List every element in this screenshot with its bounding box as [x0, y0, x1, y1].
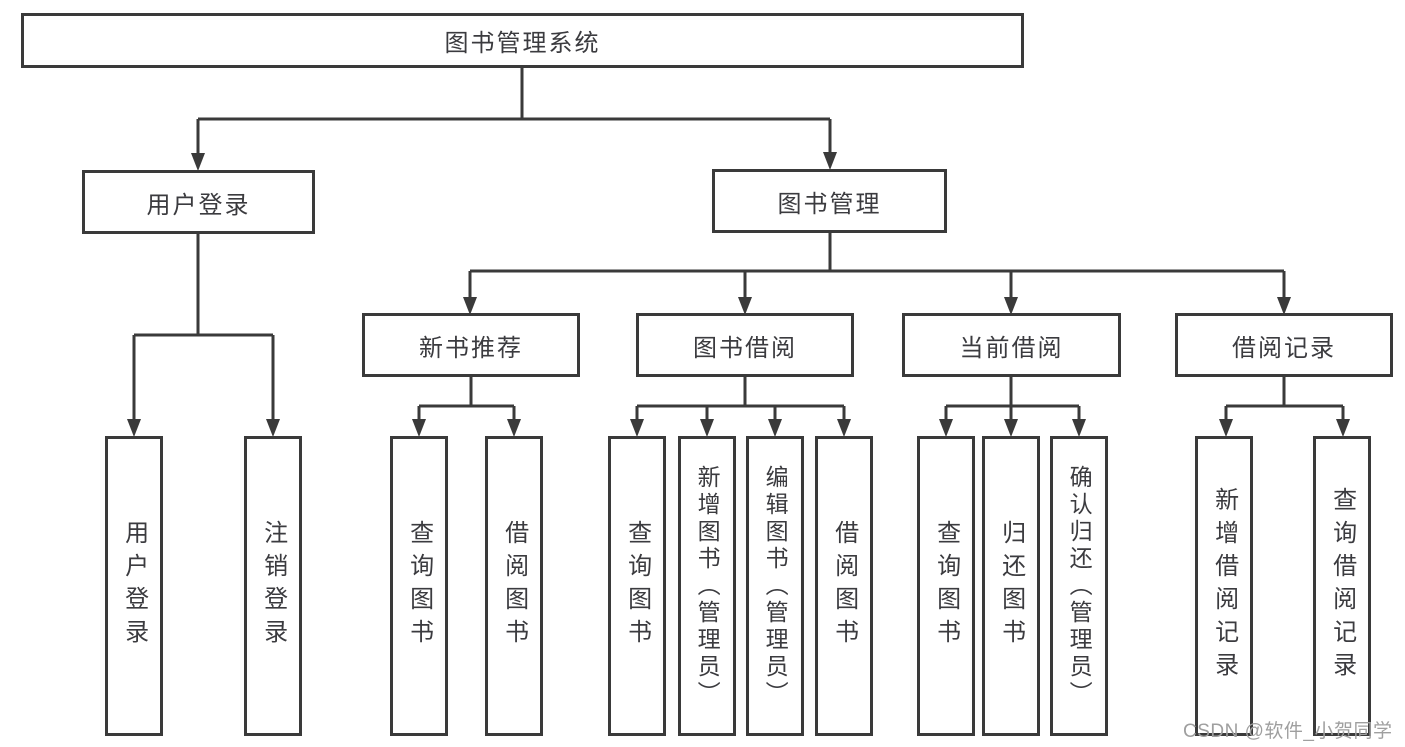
node-current-borrowing-label: 当前借阅 — [959, 334, 1064, 362]
node-root: 图书管理系统 — [21, 13, 1024, 68]
node-leaf-login: 用户登录 — [105, 436, 163, 736]
node-leaf-return-book-label: 归还图书 — [997, 520, 1025, 652]
node-leaf-borrow-books-recommend: 借阅图书 — [485, 436, 543, 736]
node-leaf-borrow-books-borrowing: 借阅图书 — [815, 436, 873, 736]
node-leaf-add-borrow-record-label: 新增借阅记录 — [1210, 487, 1238, 685]
node-leaf-borrow-books-borrowing-label: 借阅图书 — [830, 520, 858, 652]
node-leaf-edit-book-admin: 编辑图书（管理员） — [746, 436, 804, 736]
node-leaf-confirm-return-admin-label: 确认归还（管理员） — [1066, 464, 1093, 708]
node-book-management-label: 图书管理 — [777, 190, 882, 218]
node-leaf-query-borrow-record: 查询借阅记录 — [1313, 436, 1371, 736]
node-leaf-query-books-current-label: 查询图书 — [932, 520, 960, 652]
node-new-book-recommend: 新书推荐 — [362, 313, 580, 377]
connector-paths — [132, 68, 1345, 421]
node-leaf-add-borrow-record: 新增借阅记录 — [1195, 436, 1253, 736]
watermark: CSDN @软件_小贺同学 — [1183, 721, 1393, 742]
node-new-book-recommend-label: 新书推荐 — [419, 334, 523, 362]
node-root-label: 图书管理系统 — [444, 30, 601, 57]
node-current-borrowing: 当前借阅 — [902, 313, 1121, 377]
node-borrowing-records: 借阅记录 — [1175, 313, 1393, 377]
node-user-login-label: 用户登录 — [146, 191, 251, 219]
node-leaf-query-books-borrowing: 查询图书 — [608, 436, 666, 736]
node-leaf-query-books-borrowing-label: 查询图书 — [623, 520, 651, 652]
node-leaf-return-book: 归还图书 — [982, 436, 1040, 736]
node-leaf-logout: 注销登录 — [244, 436, 302, 736]
node-leaf-edit-book-admin-label: 编辑图书（管理员） — [762, 464, 789, 708]
node-leaf-query-borrow-record-label: 查询借阅记录 — [1328, 487, 1356, 685]
node-book-management: 图书管理 — [712, 169, 947, 233]
node-leaf-add-book-admin: 新增图书（管理员） — [678, 436, 736, 736]
node-leaf-logout-label: 注销登录 — [259, 520, 287, 652]
node-book-borrowing: 图书借阅 — [636, 313, 854, 377]
node-leaf-borrow-books-recommend-label: 借阅图书 — [500, 520, 528, 652]
node-leaf-login-label: 用户登录 — [120, 520, 148, 652]
node-leaf-confirm-return-admin: 确认归还（管理员） — [1050, 436, 1108, 736]
node-leaf-query-books-recommend-label: 查询图书 — [405, 520, 433, 652]
node-book-borrowing-label: 图书借阅 — [693, 334, 797, 362]
node-borrowing-records-label: 借阅记录 — [1232, 334, 1336, 362]
node-leaf-add-book-admin-label: 新增图书（管理员） — [694, 464, 721, 708]
node-leaf-query-books-current: 查询图书 — [917, 436, 975, 736]
node-leaf-query-books-recommend: 查询图书 — [390, 436, 448, 736]
node-user-login: 用户登录 — [82, 170, 315, 234]
arrowheads — [127, 152, 1350, 437]
